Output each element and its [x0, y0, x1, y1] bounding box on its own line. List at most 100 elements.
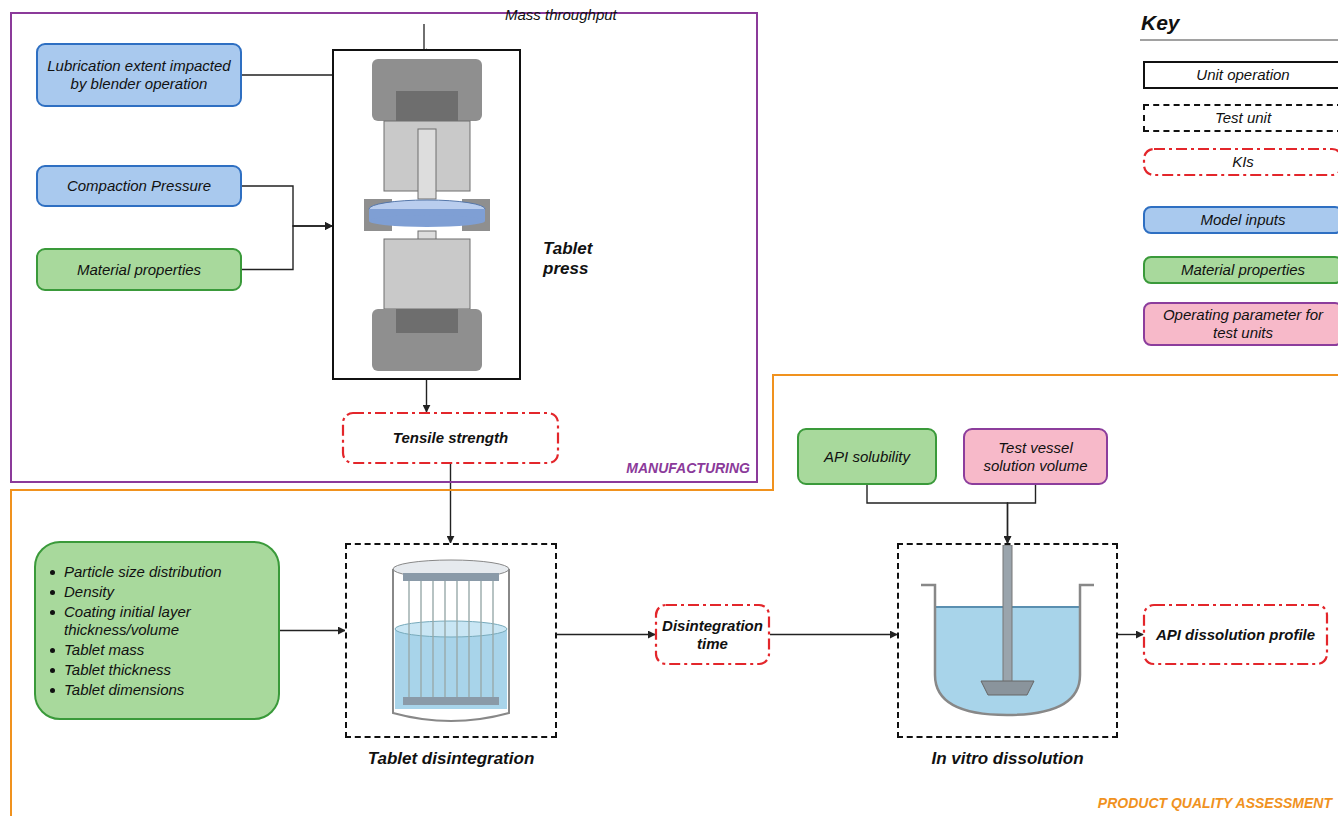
connector-arrow: [242, 186, 332, 226]
basket-tube: [492, 579, 493, 703]
region-title: PRODUCT QUALITY ASSESSMENT: [1098, 795, 1332, 812]
basket-tube: [432, 579, 433, 703]
connector-arrow: [280, 630, 345, 631]
press-bottom-block: [372, 309, 482, 371]
legend-text: Unit operation: [1151, 66, 1336, 84]
ki-text: Disintegration time: [662, 617, 763, 653]
press-bottom-inner2: [396, 309, 458, 333]
legend-swatch: KIs: [1143, 148, 1338, 176]
connector-arrow: [770, 634, 897, 635]
legend-swatch: Material properties: [1143, 256, 1338, 284]
operating-parameter-box: Test vessel solution volume: [963, 428, 1108, 485]
beaker-wall: [393, 569, 509, 721]
legend-swatch: Unit operation: [1143, 61, 1338, 89]
legend-text: Material properties: [1151, 261, 1336, 279]
bullet-dot: [50, 668, 55, 673]
dissolution-illustration: [899, 545, 1116, 736]
list-item: Tablet mass: [50, 641, 266, 659]
list-text: Tablet thickness: [64, 661, 171, 679]
unit-label: Tablet press: [543, 239, 632, 280]
manufacturing-region: MANUFACTURING Lubrication extent impacted…: [10, 12, 758, 483]
material-property-box: API solubility: [797, 428, 937, 485]
basket-tube: [420, 579, 421, 703]
ki-text: API dissolution profile: [1156, 626, 1315, 644]
basket-tube: [456, 579, 457, 703]
legend-text: Model inputs: [1151, 211, 1336, 229]
lower-punch-holder: [384, 239, 470, 309]
legend-text: Test unit: [1151, 109, 1336, 127]
upper-punch: [418, 129, 436, 199]
legend-swatch: Test unit: [1143, 104, 1338, 132]
test-unit-frame: [897, 543, 1118, 738]
key-rule: [1140, 40, 1338, 41]
basket-tube: [468, 579, 469, 703]
key-indicator-box: API dissolution profile: [1143, 604, 1328, 665]
region-title: MANUFACTURING: [626, 460, 750, 477]
box-text: Material properties: [77, 261, 201, 279]
connector-arrow: [426, 380, 427, 412]
list-text: Tablet mass: [64, 641, 144, 659]
list-item: Density: [50, 583, 266, 601]
test-unit: Tablet disintegration: [345, 543, 557, 805]
list-item: Tablet thickness: [50, 661, 266, 679]
list-text: Coating initial layer thickness/volume: [64, 603, 266, 639]
bullet-dot: [50, 590, 55, 595]
legend-text: Operating parameter for test units: [1151, 306, 1336, 342]
paddle-blade: [981, 681, 1034, 695]
flow-label: Mass throughput: [505, 6, 617, 24]
connector-arrow: [242, 226, 332, 270]
material-property-list: Particle size distributionDensityCoating…: [34, 541, 280, 720]
test-unit-label: Tablet disintegration: [335, 749, 567, 769]
legend-title: Key: [1141, 10, 1180, 35]
box-text: Test vessel solution volume: [973, 439, 1098, 475]
connector-arrow: [1118, 634, 1143, 635]
test-unit-frame: [345, 543, 557, 738]
basket-tube: [408, 579, 409, 703]
test-unit: In vitro dissolution: [897, 543, 1118, 805]
legend-swatch: Operating parameter for test units: [1143, 302, 1338, 346]
ki-border: [1144, 605, 1327, 664]
key-indicator-box: Tensile strength: [342, 412, 559, 464]
tablet-bottom: [369, 215, 485, 227]
region-border: [11, 375, 1338, 816]
unit-operation: Tablet press: [332, 49, 632, 380]
basket-tube: [444, 579, 445, 703]
bullet-dot: [50, 688, 55, 693]
box-text: API solubility: [824, 448, 910, 466]
connector-arrow: [1008, 485, 1036, 543]
model-input-box: Lubrication extent impacted by blender o…: [36, 43, 242, 107]
key-indicator-box: Disintegration time: [655, 604, 770, 665]
legend-swatch: Model inputs: [1143, 206, 1338, 234]
press-top-block: [372, 59, 482, 121]
unit-operation-frame: [332, 49, 521, 380]
list-text: Density: [64, 583, 114, 601]
ki-text: Tensile strength: [393, 429, 508, 447]
box-text: Lubrication extent impacted by blender o…: [46, 57, 232, 93]
material-property-box: Material properties: [36, 248, 242, 291]
ki-border: [343, 413, 558, 463]
basket-top: [403, 573, 499, 581]
list-item: Particle size distribution: [50, 563, 266, 581]
list-item: Tablet dimensions: [50, 681, 266, 699]
quality-assessment-region: PRODUCT QUALITY ASSESSMENT Particle size …: [10, 374, 1338, 816]
list-text: Tablet dimensions: [64, 681, 184, 699]
ki-border: [656, 605, 769, 664]
list-item: Coating initial layer thickness/volume: [50, 603, 266, 639]
box-text: Compaction Pressure: [67, 177, 211, 195]
tablet-press-illustration: [334, 51, 519, 378]
model-input-box: Compaction Pressure: [36, 165, 242, 207]
connector-arrow: [557, 634, 655, 635]
connector-arrow: [450, 464, 451, 543]
liquid: [395, 629, 507, 709]
bullet-dot: [50, 610, 55, 615]
test-unit-label: In vitro dissolution: [887, 749, 1128, 769]
liquid-top: [395, 621, 507, 637]
disintegration-illustration: [347, 545, 555, 736]
connector-arrow: [867, 485, 1008, 543]
legend-text: KIs: [1151, 153, 1336, 171]
basket-tube: [480, 579, 481, 703]
bullet-dot: [50, 648, 55, 653]
paddle-shaft: [1003, 545, 1012, 685]
bullet-dot: [50, 570, 55, 575]
ki-border: [1144, 149, 1338, 175]
